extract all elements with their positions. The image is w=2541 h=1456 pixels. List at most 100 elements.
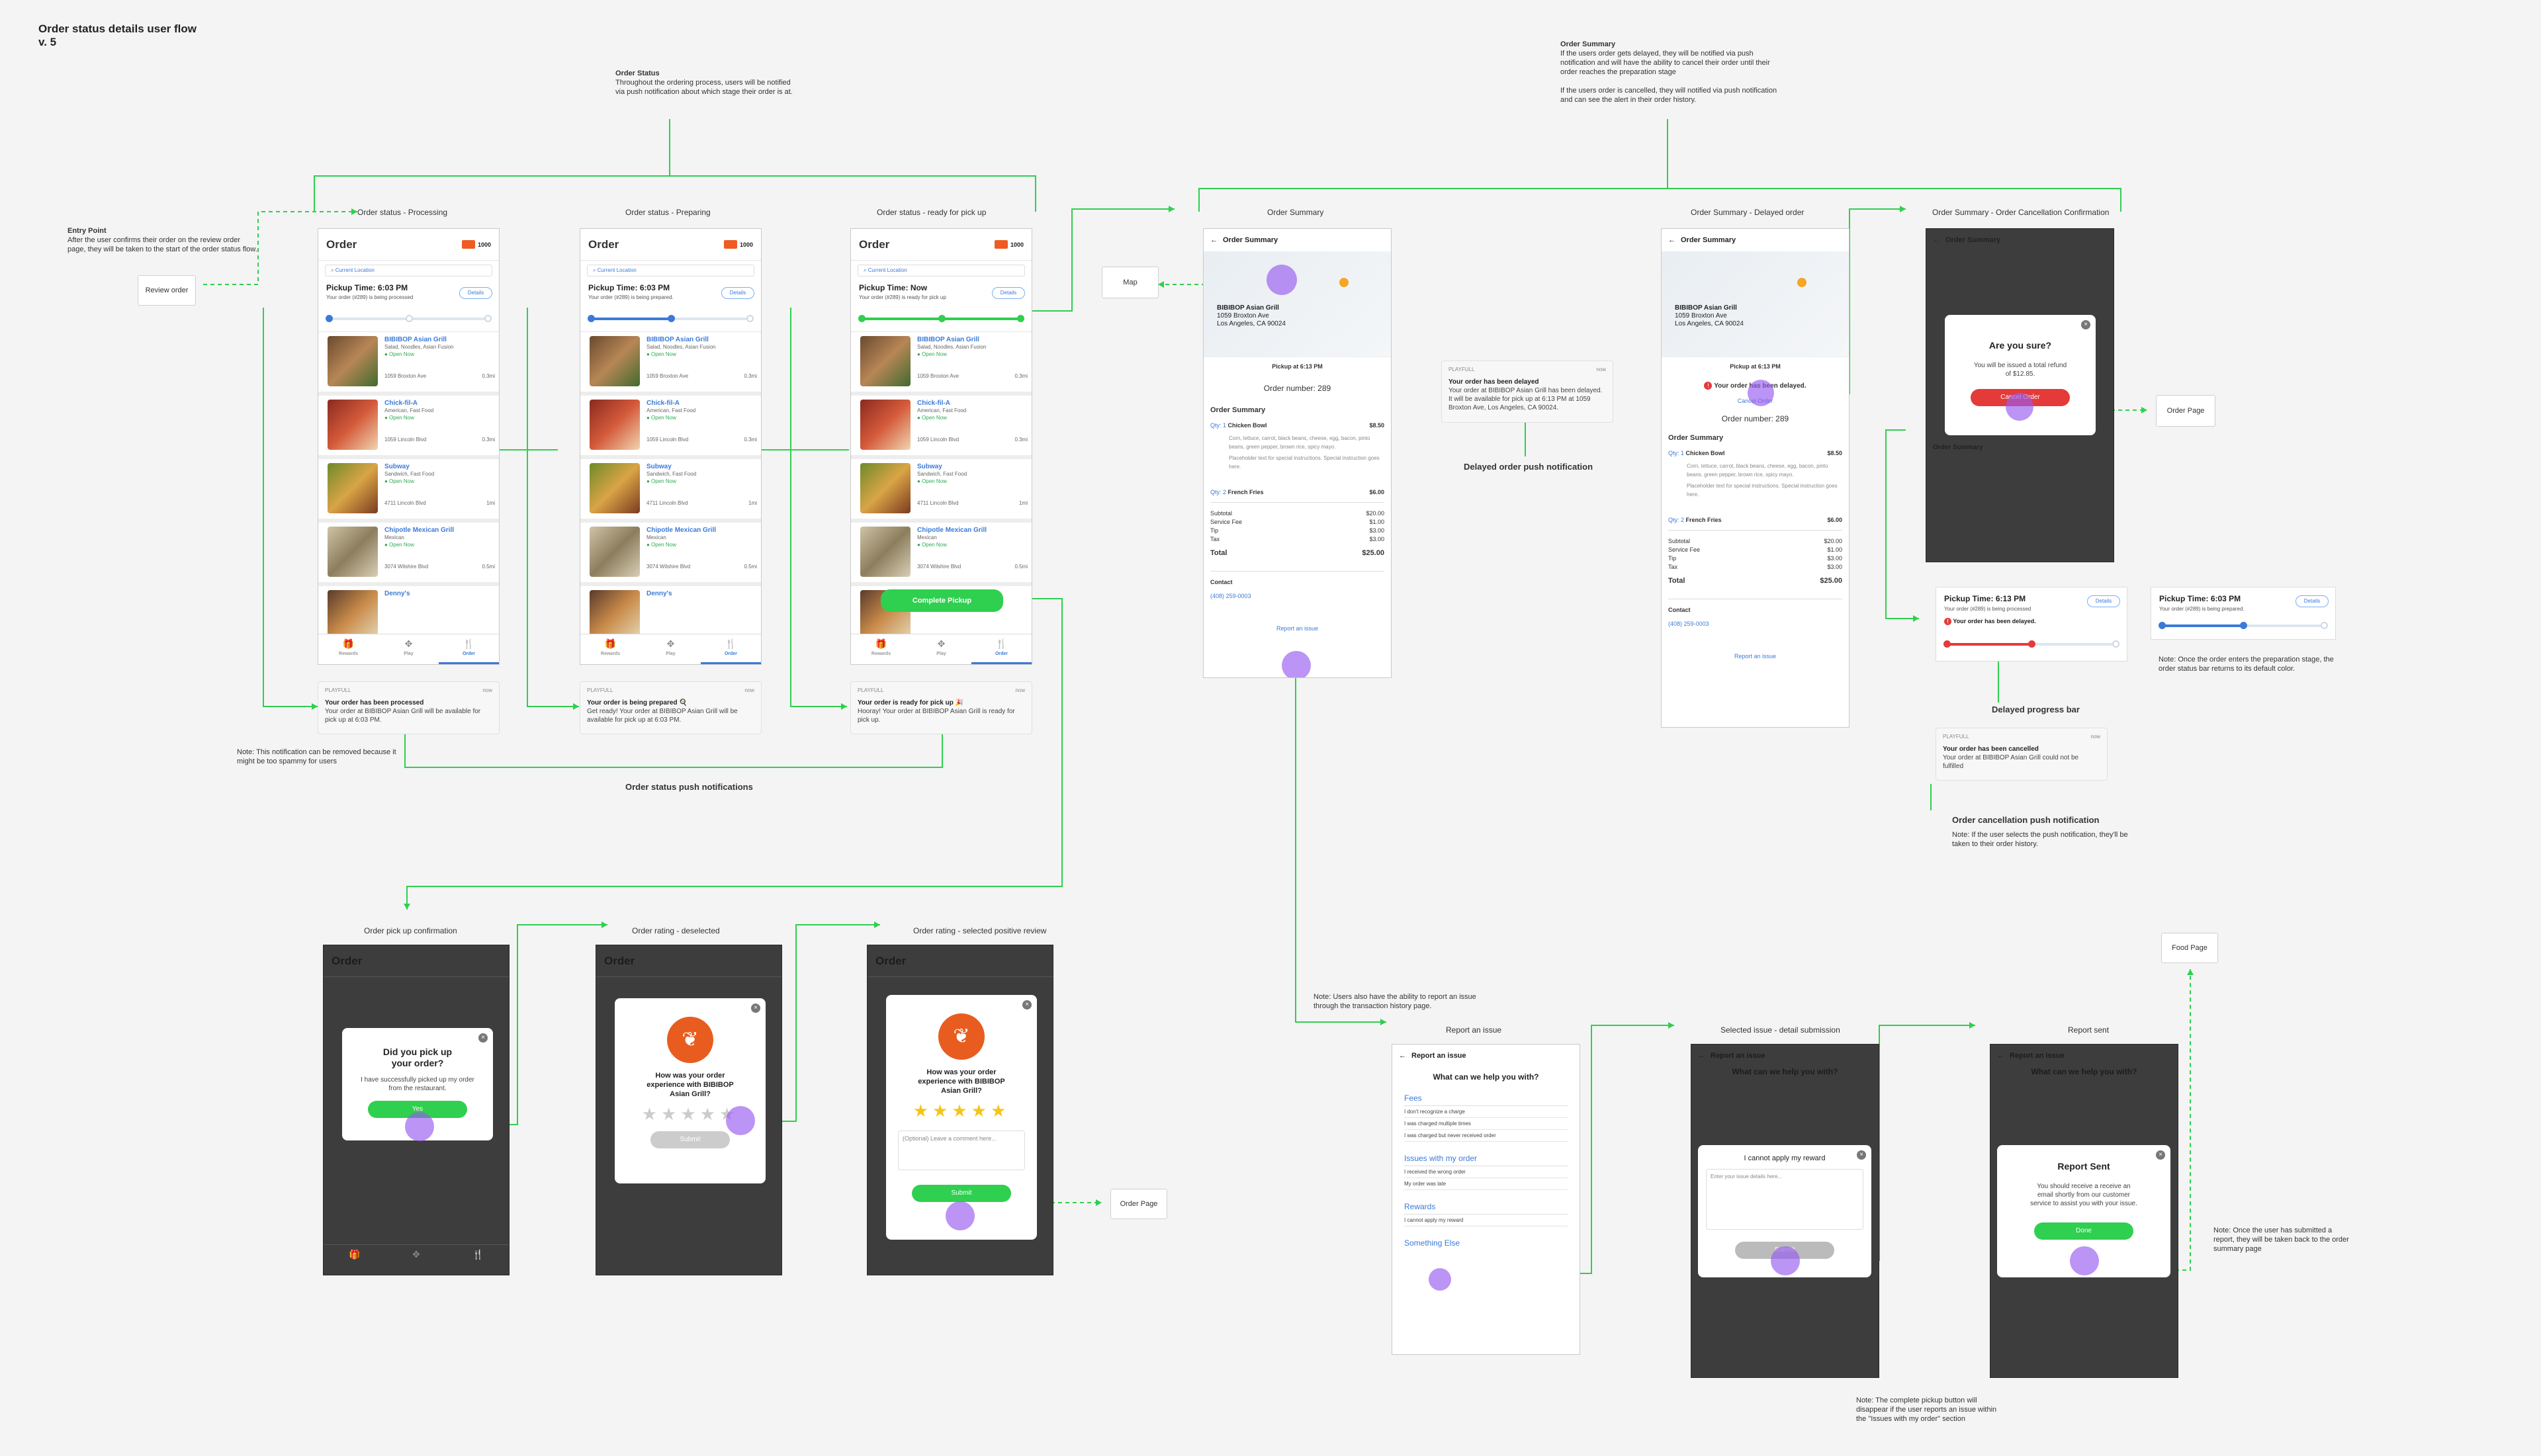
details-button[interactable]: Details <box>992 287 1025 299</box>
details-button[interactable]: Details <box>2296 595 2329 607</box>
back-arrow-icon[interactable]: ← <box>1698 1052 1705 1060</box>
tab-bar: 🎁Rewards ✥Play 🍴Order <box>851 634 1032 664</box>
star-rating[interactable]: ★★★★★ <box>641 1104 739 1124</box>
tab-rewards[interactable]: 🎁 <box>324 1245 385 1275</box>
tab-order[interactable]: 🍴 <box>447 1245 509 1275</box>
category-else[interactable]: Something Else <box>1404 1238 1460 1248</box>
tab-order[interactable]: 🍴Order <box>701 634 761 664</box>
details-button[interactable]: Details <box>459 287 492 299</box>
back-arrow-icon[interactable]: ← <box>1668 236 1675 244</box>
submit-button[interactable]: Submit <box>912 1185 1011 1202</box>
order-title: Order <box>875 954 907 967</box>
map-block[interactable]: BIBIBOP Asian Grill 1059 Broxton Ave Los… <box>1204 251 1391 357</box>
report-option[interactable]: I cannot apply my reward <box>1404 1215 1568 1226</box>
cancel-note: Note: If the user selects the push notif… <box>1952 831 2128 848</box>
tap-highlight <box>1282 651 1311 677</box>
complete-pickup-button[interactable]: Complete Pickup <box>881 589 1003 612</box>
food-image <box>328 463 378 513</box>
contact-phone[interactable]: (408) 259-0003 <box>1668 621 1709 627</box>
order-title: Order <box>332 954 363 967</box>
close-icon[interactable]: × <box>751 1004 760 1013</box>
report-option[interactable]: I was charged multiple times <box>1404 1118 1568 1130</box>
map-addr1: 1059 Broxton Ave <box>1675 312 1727 320</box>
close-icon[interactable]: × <box>2081 320 2090 329</box>
issue-details-input[interactable]: Enter your issue details here... <box>1706 1169 1863 1230</box>
tab-order[interactable]: 🍴Order <box>971 634 1032 664</box>
back-arrow-icon[interactable]: ← <box>1399 1052 1406 1060</box>
report-option[interactable]: I was charged but never received order <box>1404 1130 1568 1142</box>
contact-phone[interactable]: (408) 259-0003 <box>1210 593 1251 599</box>
close-icon[interactable]: × <box>2156 1150 2165 1160</box>
report-option[interactable]: My order was late <box>1404 1178 1568 1190</box>
tab-label: Play <box>936 652 946 656</box>
report-issue-link[interactable]: Report an issue <box>1734 653 1777 660</box>
food-page-box[interactable]: Food Page <box>2161 933 2218 963</box>
restaurant-name: Chipotle Mexican Grill <box>384 527 455 534</box>
submit-button[interactable]: Submit <box>650 1131 730 1148</box>
tab-order[interactable]: 🍴Order <box>439 634 499 664</box>
restaurant-tags: Sandwich, Fast Food <box>384 471 435 477</box>
label-processing: Order status - Processing <box>357 208 448 217</box>
review-order-box[interactable]: Review order <box>138 275 196 306</box>
details-button[interactable]: Details <box>2087 595 2120 607</box>
details-button[interactable]: Details <box>721 287 754 299</box>
label-delayed: Order Summary - Delayed order <box>1691 208 1805 217</box>
tab-play[interactable]: ✥Play <box>641 634 701 664</box>
progress-dot <box>2240 622 2247 629</box>
tab-play[interactable]: ✥Play <box>379 634 439 664</box>
label-rating-deselected: Order rating - deselected <box>632 926 720 935</box>
play-icon: ✥ <box>404 638 413 649</box>
notif-app-name: PLAYFULL <box>858 687 884 693</box>
restaurant-tags: Salad, Noodles, Asian Fusion <box>646 344 716 350</box>
summary-note-body1: If the users order gets delayed, they wi… <box>1560 50 1770 76</box>
back-arrow-icon[interactable]: ← <box>1210 236 1218 244</box>
star-rating[interactable]: ★★★★★ <box>913 1101 1010 1121</box>
report-option[interactable]: I received the wrong order <box>1404 1166 1568 1178</box>
comment-input[interactable]: (Optional) Leave a comment here... <box>898 1131 1025 1170</box>
done-button[interactable]: Done <box>2034 1222 2133 1240</box>
back-arrow-icon[interactable]: ← <box>1997 1052 2004 1060</box>
report-option[interactable]: I don't recognize a charge <box>1404 1106 1568 1118</box>
close-icon[interactable]: × <box>1857 1150 1866 1160</box>
back-arrow-icon[interactable]: ← <box>1933 236 1940 244</box>
map-box[interactable]: Map <box>1102 267 1159 298</box>
tab-rewards[interactable]: 🎁Rewards <box>580 634 641 664</box>
search-input[interactable]: ⌕ Current Location <box>858 265 1025 277</box>
order-page-box[interactable]: Order Page <box>2156 395 2215 427</box>
search-input[interactable]: ⌕ Current Location <box>587 265 754 277</box>
entry-note-body: After the user confirms their order on t… <box>67 236 257 253</box>
tab-rewards[interactable]: 🎁Rewards <box>318 634 379 664</box>
item-name: French Fries <box>1227 489 1264 495</box>
search-input[interactable]: ⌕ Current Location <box>325 265 492 277</box>
close-icon[interactable]: × <box>1022 1000 1032 1009</box>
tab-rewards[interactable]: 🎁Rewards <box>851 634 911 664</box>
distance-text: 1mi <box>1019 500 1028 506</box>
map-block[interactable]: BIBIBOP Asian Grill 1059 Broxton Ave Los… <box>1662 251 1849 357</box>
close-icon[interactable]: × <box>478 1033 488 1043</box>
tab-play[interactable]: ✥Play <box>911 634 971 664</box>
tab-play[interactable]: ✥ <box>385 1245 447 1275</box>
sent-modal: × Report Sent You should receive a recei… <box>1997 1145 2170 1277</box>
report-issue-link[interactable]: Report an issue <box>1276 625 1319 632</box>
order-page-box-2[interactable]: Order Page <box>1110 1189 1167 1219</box>
